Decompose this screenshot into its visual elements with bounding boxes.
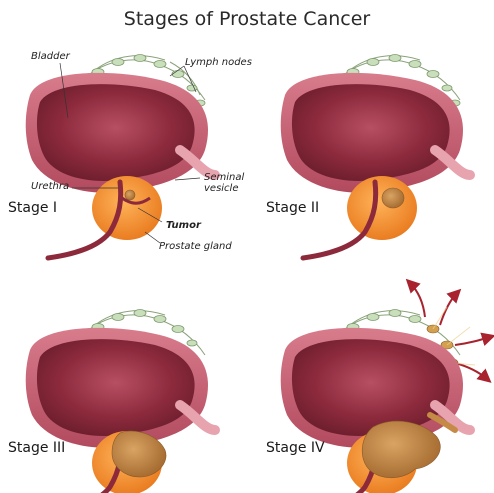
label-seminal-line2: vesicle [204,183,239,194]
panel-stage-4 [281,283,490,493]
tumor [125,190,135,200]
label-lymph-nodes: Lymph nodes [185,57,252,68]
tumor [382,188,404,208]
stage-label-4: Stage IV [266,440,325,456]
label-bladder: Bladder [31,51,70,62]
panel-stage-2 [281,55,470,259]
stage-label-3: Stage III [8,440,65,456]
prostate-gland [92,176,162,240]
label-seminal-vesicle: Seminal vesicle [204,172,244,194]
stage-label-2: Stage II [266,200,319,216]
label-tumor: Tumor [166,220,201,231]
tumor [362,421,440,478]
label-prostate-gland: Prostate gland [159,241,232,252]
label-seminal-line1: Seminal [204,172,244,183]
stage-label-1: Stage I [8,200,57,216]
panel-stage-3 [26,310,215,493]
bladder-inner [37,84,195,181]
label-urethra: Urethra [31,181,69,192]
